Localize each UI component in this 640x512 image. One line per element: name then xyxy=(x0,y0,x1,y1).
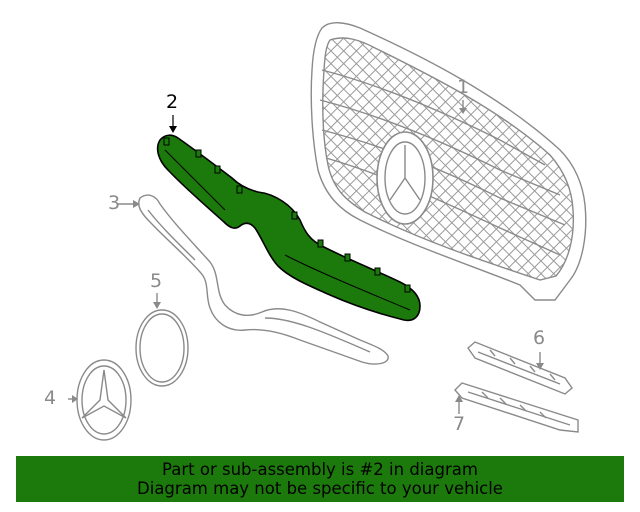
emblem-part-4[interactable] xyxy=(68,359,132,441)
molding-part-3[interactable] xyxy=(118,194,389,365)
grille-part-1[interactable] xyxy=(310,22,587,301)
trim-part-6[interactable] xyxy=(467,341,573,395)
callout-3: 3 xyxy=(108,192,121,214)
callout-2: 2 xyxy=(166,91,179,113)
trim-part-7[interactable] xyxy=(454,382,579,433)
callout-5: 5 xyxy=(150,270,163,292)
ring-part-5[interactable] xyxy=(135,293,189,387)
molding-part-2[interactable] xyxy=(156,115,421,322)
parts-diagram xyxy=(68,22,587,441)
callout-6: 6 xyxy=(533,327,546,349)
banner-line-1: Part or sub-assembly is #2 in diagram xyxy=(162,460,478,479)
banner-line-2: Diagram may not be specific to your vehi… xyxy=(137,479,503,498)
callout-7: 7 xyxy=(453,413,466,435)
callout-4: 4 xyxy=(44,387,57,409)
info-banner: Part or sub-assembly is #2 in diagram Di… xyxy=(16,456,624,502)
callout-1: 1 xyxy=(457,76,470,98)
